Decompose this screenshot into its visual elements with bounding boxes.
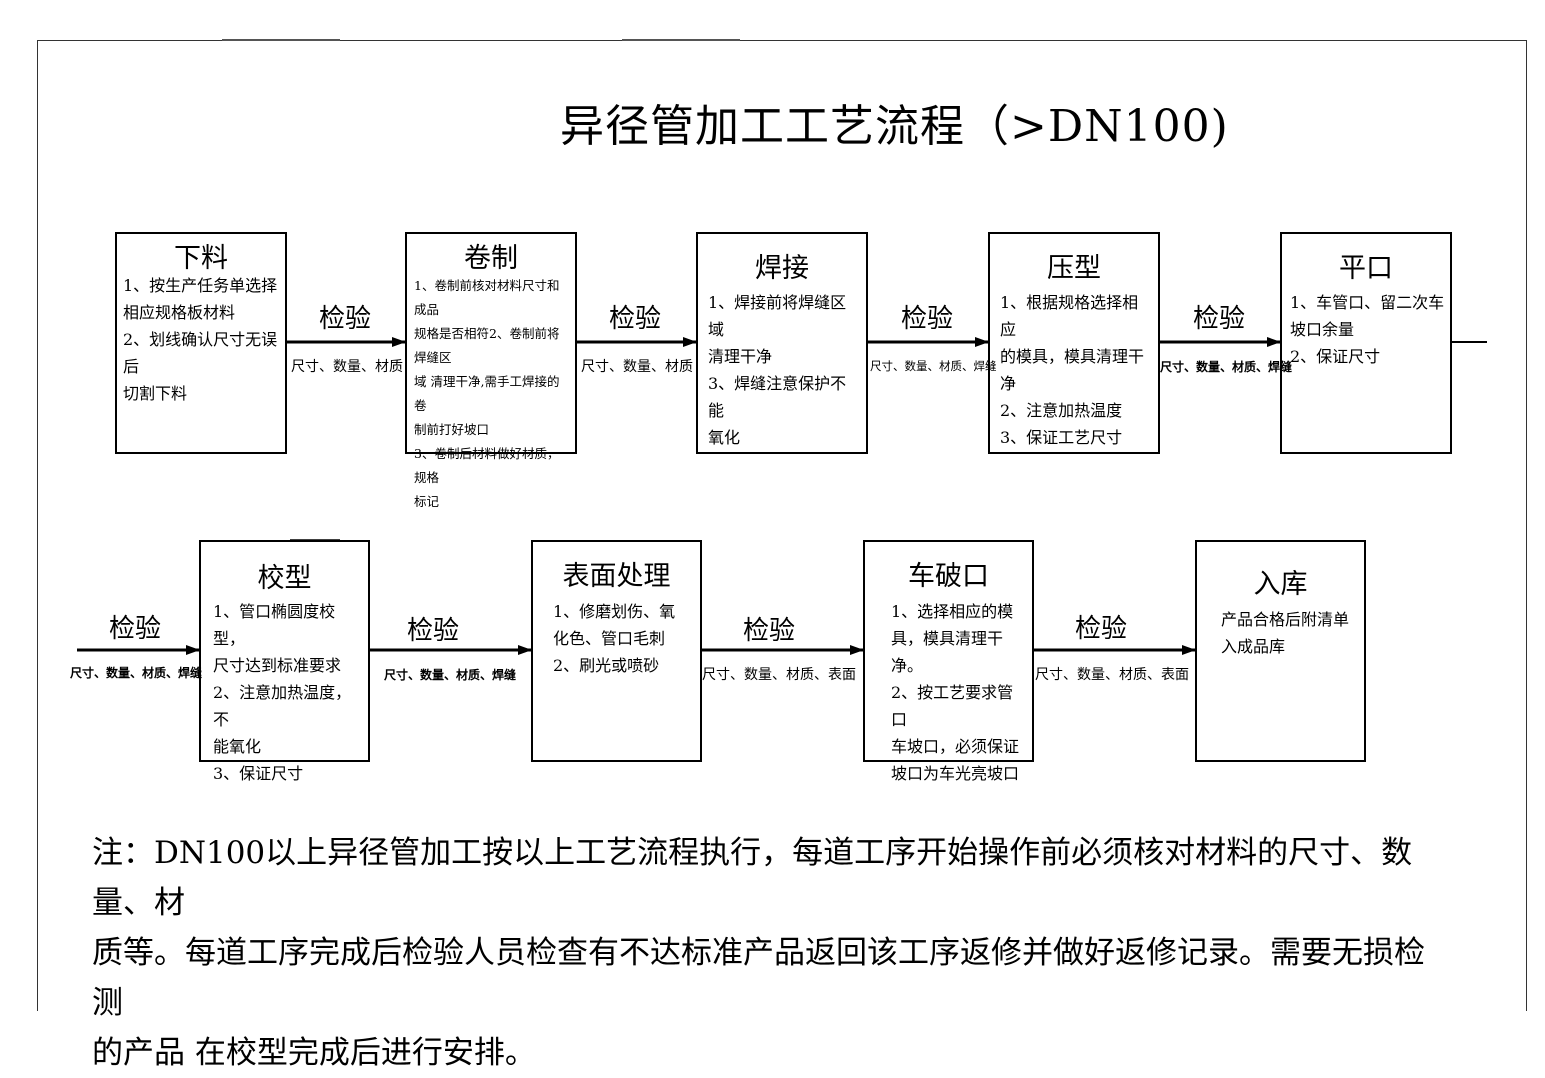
step-body: 1、选择相应的模 具，模具清理干净。 2、按工艺要求管口 车坡口，必须保证 坡口… [891, 602, 1020, 783]
inspection-criteria: 尺寸、数量、材质 [581, 359, 693, 375]
inspection-criteria: 尺寸、数量、材质、表面 [1035, 667, 1189, 683]
inspection-criteria: 尺寸、数量、材质、焊缝 [70, 666, 203, 680]
inspection-label: 检验 [900, 304, 953, 334]
inspection-label: 检验 [108, 614, 161, 644]
step-title: 下料 [174, 243, 228, 274]
step-cutting: 下料 1、按生产任务单选择 相应规格板材料 2、划线确认尺寸无误后 切割下料 [115, 232, 287, 454]
step-rolling: 卷制 1、卷制前核对材料尺寸和成品 规格是否相符2、卷制前将焊缝区 域 清理干净… [405, 232, 577, 509]
inspection-label: 检验 [318, 304, 371, 334]
step-welding: 焊接 1、焊接前将焊缝区域 清理干净 3、焊缝注意保护不能 氧化 [696, 232, 868, 454]
inspection-criteria: 尺寸、数量、材质、焊缝 [1160, 360, 1293, 374]
step-title: 压型 [1047, 253, 1101, 284]
step-title: 平口 [1339, 253, 1393, 284]
step-body: 1、修磨划伤、氧 化色、管口毛刺 2、刷光或喷砂 [553, 602, 676, 675]
step-pressing: 压型 1、根据规格选择相应 的模具，模具清理干净 2、注意加热温度 3、保证工艺… [988, 232, 1160, 454]
inspection-criteria: 尺寸、数量、材质、焊缝 [870, 359, 997, 373]
step-beveling: 车破口 1、选择相应的模 具，模具清理干净。 2、按工艺要求管口 车坡口，必须保… [863, 540, 1034, 783]
step-title: 入库 [1253, 569, 1308, 600]
step-calibrating: 校型 1、管口椭圆度校型， 尺寸达到标准要求 2、注意加热温度，不 能氧化 3、… [199, 540, 370, 783]
step-title: 焊接 [755, 253, 809, 284]
step-facing: 平口 1、车管口、留二次车 坡口余量 2、保证尺寸 [1280, 232, 1452, 454]
step-body: 1、车管口、留二次车 坡口余量 2、保证尺寸 [1290, 293, 1445, 366]
process-note: 注：DN100以上异径管加工按以上工艺流程执行，每道工序开始操作前必须核对材料的… [92, 835, 1425, 1071]
step-body: 1、根据规格选择相应 的模具，模具清理干净 2、注意加热温度 3、保证工艺尺寸 [1000, 293, 1145, 447]
step-title: 表面处理 [562, 561, 671, 592]
step-body: 1、卷制前核对材料尺寸和成品 规格是否相符2、卷制前将焊缝区 域 清理干净,需手… [414, 278, 560, 509]
step-title: 车破口 [908, 561, 989, 592]
inspection-criteria: 尺寸、数量、材质 [291, 359, 403, 375]
step-title: 卷制 [464, 243, 518, 274]
inspection-label: 检验 [1074, 614, 1127, 644]
inspection-criteria: 尺寸、数量、材质、表面 [702, 667, 856, 683]
page-title: 异径管加工工艺流程（>DN100) [560, 101, 1229, 152]
inspection-criteria: 尺寸、数量、材质、焊缝 [384, 668, 517, 682]
step-warehousing: 入库 产品合格后附清单 入成品库 [1195, 540, 1366, 762]
inspection-label: 检验 [608, 304, 661, 334]
step-body: 产品合格后附清单 入成品库 [1221, 610, 1350, 656]
inspection-label: 检验 [1192, 304, 1245, 334]
step-title: 校型 [257, 563, 312, 594]
drawing-frame [37, 40, 1527, 1011]
inspection-label: 检验 [406, 616, 459, 646]
inspection-label: 检验 [742, 616, 795, 646]
step-body: 1、按生产任务单选择 相应规格板材料 2、划线确认尺寸无误后 切割下料 [123, 276, 278, 403]
step-body: 1、管口椭圆度校型， 尺寸达到标准要求 2、注意加热温度，不 能氧化 3、保证尺… [213, 602, 352, 783]
step-body: 1、焊接前将焊缝区域 清理干净 3、焊缝注意保护不能 氧化 [708, 293, 847, 447]
step-surface-treatment: 表面处理 1、修磨划伤、氧 化色、管口毛刺 2、刷光或喷砂 [531, 540, 702, 762]
